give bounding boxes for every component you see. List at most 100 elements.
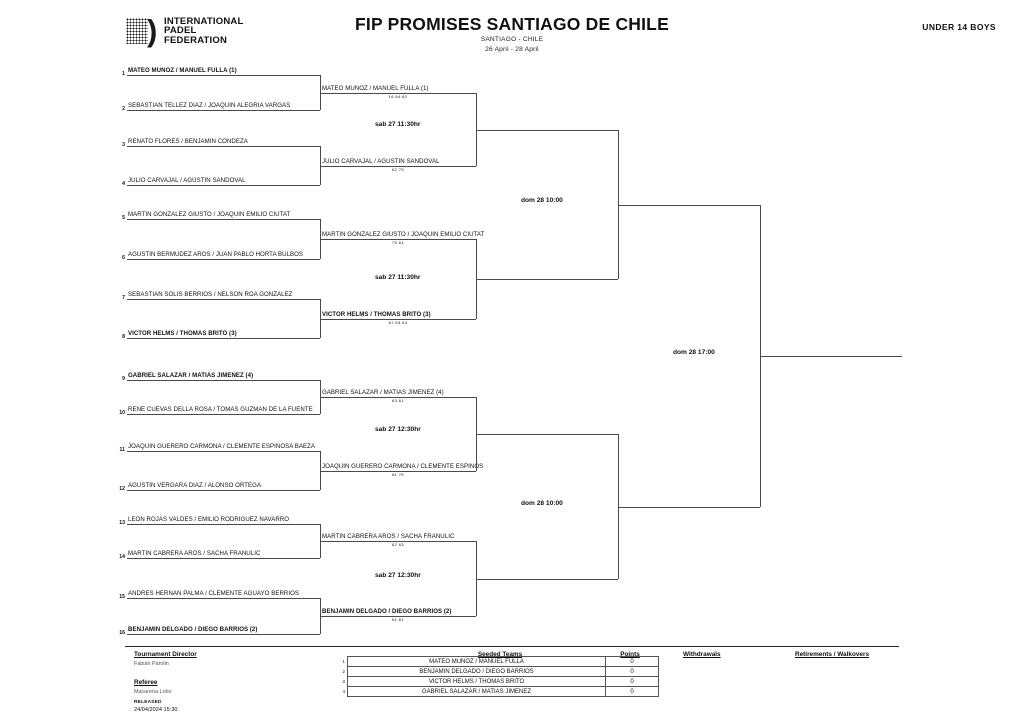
event-dates: 26 April - 28 April [485,46,539,53]
round1-player-slot: LEON ROJAS VALDES / EMILIO RODRIGUEZ NAV… [128,516,290,523]
seeded-team-name: VICTOR HELMS / THOMAS BRITO [347,676,606,687]
seed-number: 5 [122,215,125,221]
semifinal-line [476,434,618,435]
round1-connector [320,146,321,185]
footer-divider [125,646,899,648]
round-label-qf3: sab 27 12:30hr [375,426,421,433]
seed-number: 15 [119,594,125,600]
tournament-director-label: Tournament Director [134,651,197,658]
round-label-qf1: sab 27 11:30hr [375,121,421,128]
seed-number: 13 [119,520,125,526]
round1-player-slot: MARTIN GONZALEZ GIUSTO / JOAQUIN EMILIO … [128,211,291,218]
round1-line [127,490,320,491]
event-location: SANTIAGO - CHILE [480,36,544,43]
semifinal-line [476,279,618,280]
round1-connector [320,299,321,338]
round1-line [127,299,320,300]
round-label-sf2: dom 28 10:00 [521,500,563,507]
referee-label: Referee [134,679,158,686]
round1-line [127,414,320,415]
withdrawals-header: Withdrawals [683,651,721,658]
round1-line [127,146,320,147]
released-label: RELEASED [134,700,162,705]
round2-line [320,616,476,617]
round1-line [127,338,320,339]
round2-score: 61 61 [391,617,404,622]
seeded-teams-header: Seeded Teams [477,651,523,658]
round2-player-slot: MATEO MUNOZ / MANUEL FULLA (1) [322,85,429,92]
seed-number: 10 [119,410,125,416]
round1-line [127,219,320,220]
round1-line [127,380,320,381]
round1-line [127,634,320,635]
round2-player-slot: MARTIN GONZALEZ GIUSTO / JOAQUIN EMILIO … [322,231,485,238]
seed-rank: 1 [342,659,345,664]
round1-line [127,75,320,76]
round2-line [320,166,476,167]
round2-line [320,93,476,94]
round2-score: 63 61 [391,398,404,403]
round-label-sf1: dom 28 10:00 [521,197,563,204]
seed-number: 6 [122,255,125,261]
points-header: Points [620,651,640,658]
round1-player-slot: AGUSTIN VERGARA DIAZ / ALONSO ORTEGA [128,482,262,489]
page-title: FIP PROMISES SANTIAGO DE CHILE [355,14,669,34]
round1-line [127,185,320,186]
round2-line [320,239,476,240]
round1-player-slot: RENE CUEVAS DELLA ROSA / TOMAS GUZMAN DE… [128,406,313,413]
seed-number: 4 [122,181,125,187]
logo-line-3: FEDERATION [164,34,228,46]
seed-number: 8 [122,334,125,340]
round1-player-slot: SEBASTIAN TELLEZ DIAZ / JOAQUIN ALEGRIA … [128,102,291,109]
round1-player-slot: ANDRES HERNAN PALMA / CLEMENTE AGUAYO BE… [128,590,299,597]
round2-score: 75 61 [391,240,404,245]
round2-player-slot: JULIO CARVAJAL / AGUSTIN SANDOVAL [322,158,440,165]
event-category: UNDER 14 BOYS [922,22,996,32]
round1-player-slot: SEBASTIAN SOLIS BERRIOS / NELSON ROA GON… [128,291,293,298]
fip-logo: ) INTERNATIONAL PADEL FEDERATION [125,14,243,48]
seeded-team-points: 0 [605,656,659,667]
seed-number: 11 [119,447,125,453]
released-date: 24/04/2024 15:30 [134,707,178,713]
round1-line [127,110,320,111]
round1-player-slot: VICTOR HELMS / THOMAS BRITO (3) [128,330,237,337]
final-line [618,205,760,206]
semifinal-connector [618,130,619,279]
round1-line [127,558,320,559]
logo-line-1: INTERNATIONAL [164,15,244,27]
seeded-team-points: 0 [605,686,659,697]
round1-player-slot: JOAQUIN GUERERO CARMONA / CLEMENTE ESPIN… [128,443,315,450]
round2-line [320,471,476,472]
seed-rank: 2 [342,669,345,674]
round1-line [127,259,320,260]
round2-player-slot: VICTOR HELMS / THOMAS BRITO (3) [322,311,431,318]
seed-rank: 4 [342,689,345,694]
tournament-director-value: Fabián Parolin [134,661,169,667]
seed-number: 2 [122,106,125,112]
round1-connector [320,451,321,490]
round2-score: 61 76 [391,472,404,477]
seed-rank: 3 [342,679,345,684]
seed-number: 16 [119,630,125,636]
round2-player-slot: BENJAMIN DELGADO / DIEGO BARRIOS (2) [322,608,452,615]
round1-player-slot: RENATO FLORES / BENJAMIN CONDEZA [128,138,248,145]
round1-connector [320,75,321,110]
round-label-final: dom 28 17:00 [673,349,715,356]
round2-player-slot: MARTIN CABRERA AROS / SACHA FRANULIC [322,533,455,540]
seeded-team-points: 0 [605,666,659,677]
round1-player-slot: BENJAMIN DELGADO / DIEGO BARRIOS (2) [128,626,258,633]
final-line [618,507,760,508]
seed-number: 9 [122,376,125,382]
seeded-team-name: MATEO MUNOZ / MANUEL FULLA [347,656,606,667]
semifinal-line [476,130,618,131]
round2-score: 16 64 62 [388,94,408,99]
round2-score: 67 63 64 [388,320,408,325]
round-label-qf2: sab 27 11:30hr [375,274,421,281]
round2-line [320,541,476,542]
round2-connector [476,93,477,166]
